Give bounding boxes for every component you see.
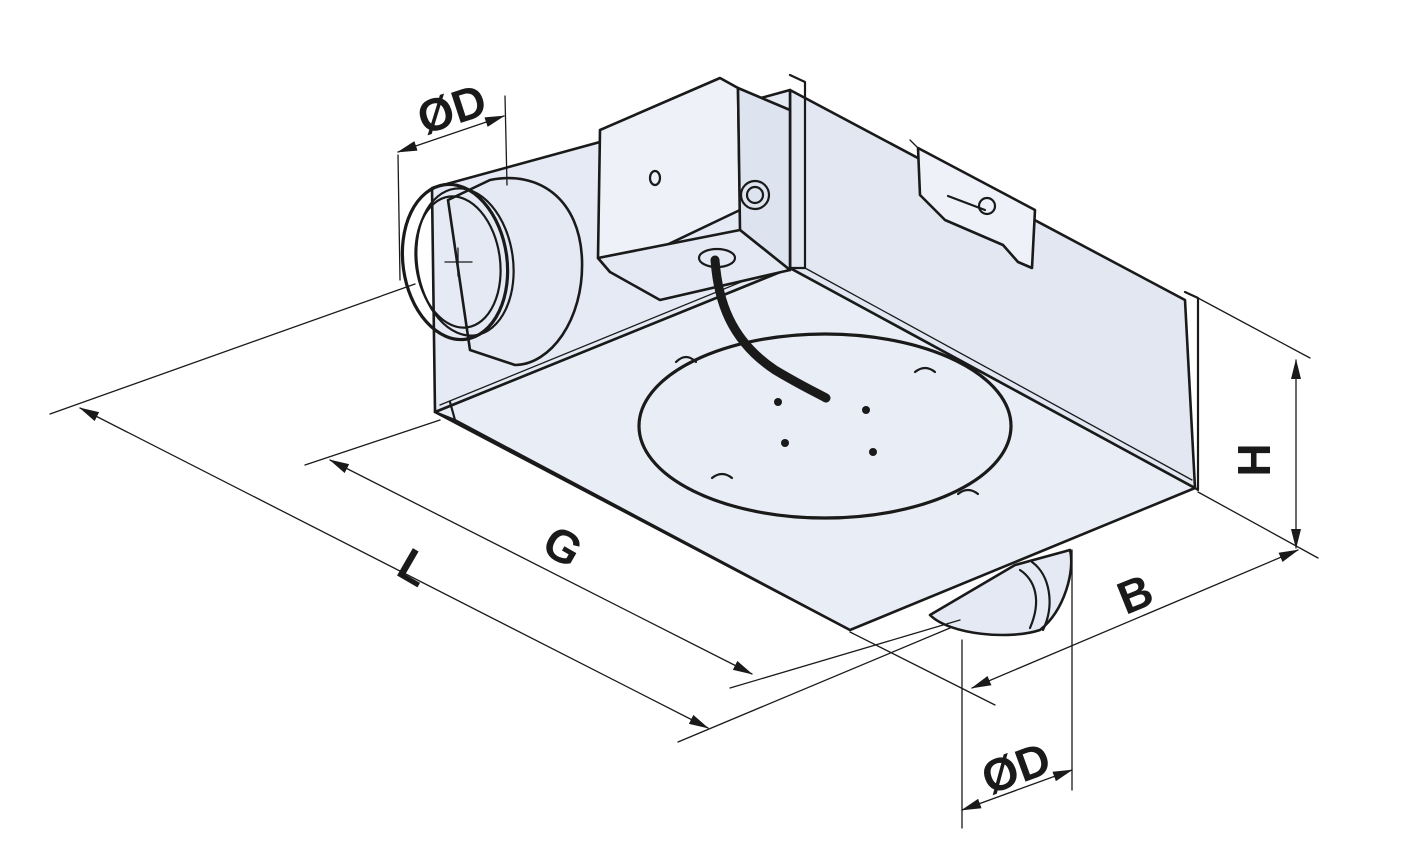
- power-cable-icon: [697, 247, 831, 403]
- mounting-bracket-icon: [909, 139, 1037, 270]
- terminal-box-icon: [596, 76, 792, 302]
- dimension-height: H: [1197, 297, 1311, 549]
- duct-spigot-icon: [400, 176, 584, 367]
- diameter-bottom-label: ØD: [975, 732, 1058, 804]
- diameter-top-label: ØD: [411, 74, 493, 145]
- width-label: B: [1110, 564, 1160, 625]
- height-label: H: [1228, 443, 1280, 476]
